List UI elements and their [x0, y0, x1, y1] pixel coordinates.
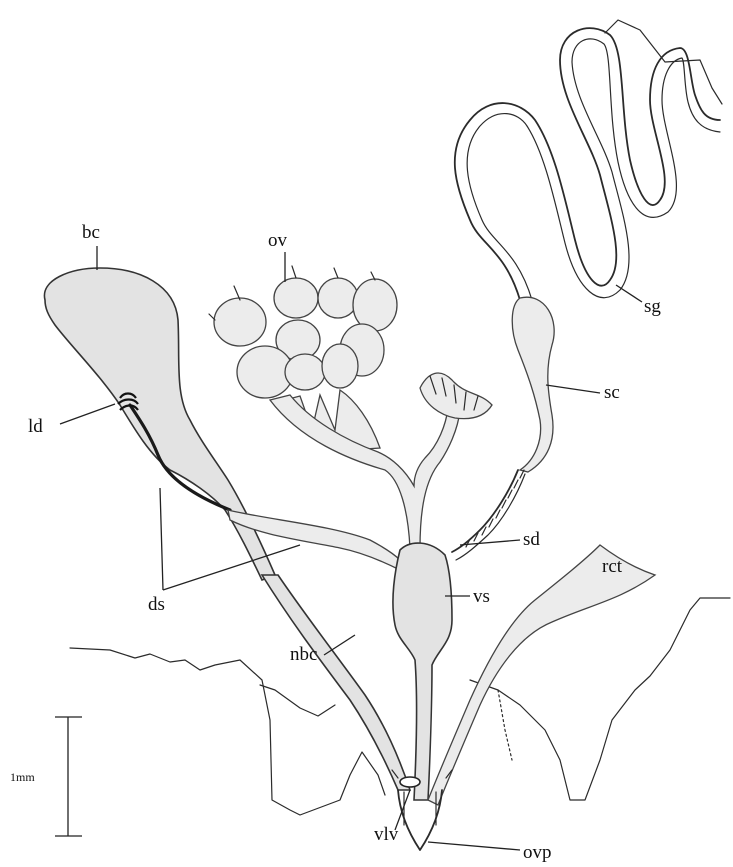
label-rct: rct — [602, 556, 623, 577]
label-sd: sd — [523, 529, 540, 550]
label-sg: sg — [644, 296, 661, 317]
label-vlv: vlv — [374, 824, 399, 845]
seminal-capsule — [512, 297, 554, 472]
scale-bar-label: 1mm — [10, 770, 35, 784]
oviduct-branches — [270, 373, 492, 548]
label-ov: ov — [268, 230, 288, 251]
label-nbc: nbc — [290, 644, 317, 665]
label-ds: ds — [148, 594, 165, 615]
label-ovp: ovp — [523, 842, 552, 863]
spermathecal-duct — [452, 470, 525, 560]
vestibule — [393, 543, 452, 800]
rectum — [428, 545, 655, 805]
spermathecal-gland — [455, 20, 722, 300]
label-ld: ld — [28, 416, 43, 437]
scale-bar: 1mm — [10, 717, 82, 836]
label-vs: vs — [473, 586, 490, 607]
label-bc: bc — [82, 222, 100, 243]
label-sc: sc — [604, 382, 620, 403]
